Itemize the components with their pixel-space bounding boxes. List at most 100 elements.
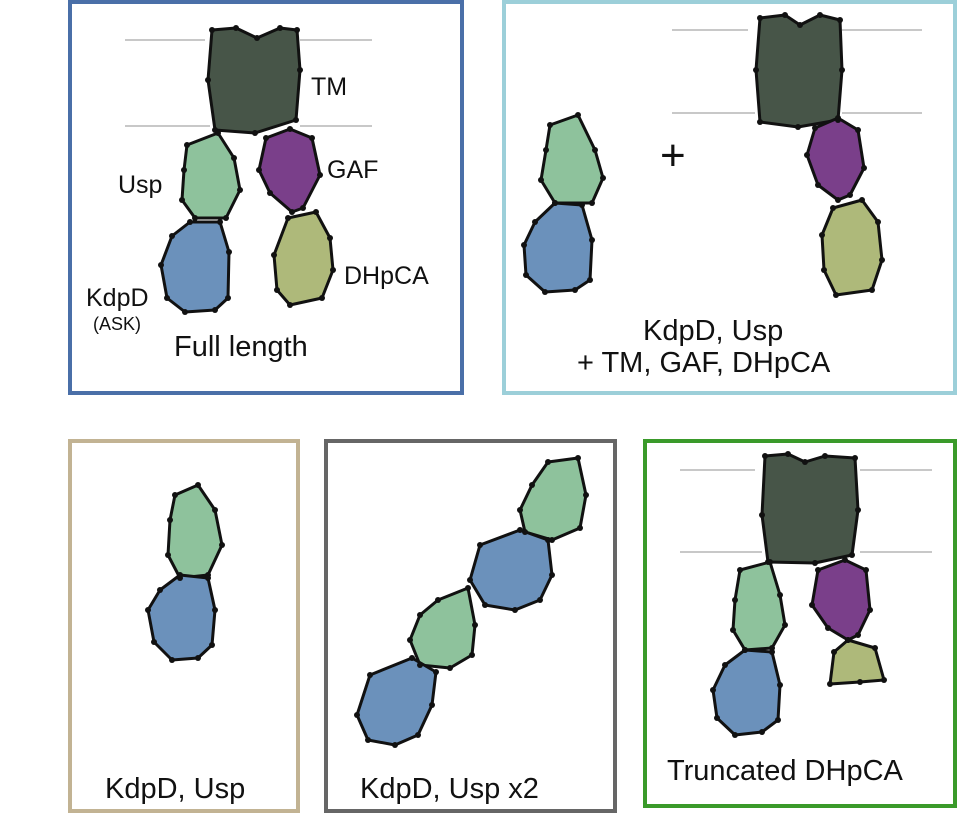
vertex-dot xyxy=(855,632,861,638)
vertex-dot xyxy=(209,27,215,33)
vertex-dot xyxy=(859,197,865,203)
usp-domain xyxy=(166,483,224,580)
vertex-dot xyxy=(167,517,173,523)
vertex-dot xyxy=(589,200,595,206)
tm-domain xyxy=(206,26,302,135)
vertex-dot xyxy=(212,507,218,513)
vertex-dot xyxy=(847,192,853,198)
vertex-dot xyxy=(730,627,736,633)
usp-domain xyxy=(731,560,787,652)
vertex-dot xyxy=(184,142,190,148)
vertex-dot xyxy=(212,307,218,313)
vertex-dot xyxy=(827,681,833,687)
vertex-dot xyxy=(714,715,720,721)
gaf-label: GAF xyxy=(327,156,378,184)
vertex-dot xyxy=(543,147,549,153)
dhpca-domain xyxy=(820,198,884,297)
usp-domain xyxy=(180,131,242,220)
vertex-dot xyxy=(815,182,821,188)
vertex-dot xyxy=(179,197,185,203)
kdpd-label: KdpD xyxy=(86,284,149,312)
vertex-dot xyxy=(433,669,439,675)
panel-frame xyxy=(324,439,617,813)
vertex-dot xyxy=(187,219,193,225)
vertex-dot xyxy=(233,25,239,31)
vertex-dot xyxy=(732,732,738,738)
vertex-dot xyxy=(512,607,518,613)
vertex-dot xyxy=(267,190,273,196)
vertex-dot xyxy=(809,602,815,608)
kdpd-domain xyxy=(146,573,217,662)
vertex-dot xyxy=(532,219,538,225)
vertex-dot xyxy=(782,12,788,18)
vertex-dot xyxy=(274,287,280,293)
vertex-dot xyxy=(293,117,299,123)
dhpca-domain xyxy=(272,210,335,307)
panel-caption-line-1: KdpD, Usp xyxy=(643,315,783,347)
vertex-dot xyxy=(465,585,471,591)
vertex-dot xyxy=(815,567,821,573)
vertex-dot xyxy=(145,607,151,613)
vertex-dot xyxy=(482,602,488,608)
panel-frame xyxy=(643,439,957,808)
vertex-dot xyxy=(583,492,589,498)
vertex-dot xyxy=(297,67,303,73)
vertex-dot xyxy=(817,12,823,18)
vertex-dot xyxy=(517,527,523,533)
panel-frame xyxy=(502,0,957,395)
vertex-dot xyxy=(225,295,231,301)
vertex-dot xyxy=(409,655,415,661)
vertex-dot xyxy=(572,287,578,293)
vertex-dot xyxy=(769,649,775,655)
panel-caption-line-2: + TM, GAF, DHpCA xyxy=(577,347,831,379)
panel-caption: KdpD, Usp xyxy=(105,773,245,805)
vertex-dot xyxy=(881,677,887,683)
vertex-dot xyxy=(407,637,413,643)
vertex-dot xyxy=(429,702,435,708)
vertex-dot xyxy=(552,200,558,206)
vertex-dot xyxy=(545,537,551,543)
vertex-dot xyxy=(587,277,593,283)
vertex-dot xyxy=(857,679,863,685)
vertex-dot xyxy=(538,177,544,183)
vertex-dot xyxy=(277,25,283,31)
vertex-dot xyxy=(215,130,221,136)
vertex-dot xyxy=(417,662,423,668)
vertex-dot xyxy=(212,607,218,613)
vertex-dot xyxy=(732,597,738,603)
vertex-dot xyxy=(869,287,875,293)
vertex-dot xyxy=(205,575,211,581)
tm-domain xyxy=(760,452,860,565)
vertex-dot xyxy=(867,607,873,613)
vertex-dot xyxy=(256,167,262,173)
vertex-dot xyxy=(367,672,373,678)
vertex-dot xyxy=(182,309,188,315)
dhpca-label: DHpCA xyxy=(344,262,429,290)
vertex-dot xyxy=(151,639,157,645)
vertex-dot xyxy=(545,459,551,465)
vertex-dot xyxy=(710,687,716,693)
vertex-dot xyxy=(252,130,258,136)
kdpd-domain xyxy=(711,648,782,737)
usp-label: Usp xyxy=(118,171,162,199)
vertex-dot xyxy=(821,267,827,273)
vertex-dot xyxy=(285,215,291,221)
panel-kdpd-usp: KdpD, Usp xyxy=(68,439,300,813)
usp-domain xyxy=(539,113,605,205)
vertex-dot xyxy=(271,252,277,258)
vertex-dot xyxy=(592,147,598,153)
vertex-dot xyxy=(742,647,748,653)
vertex-dot xyxy=(600,175,606,181)
vertex-dot xyxy=(875,219,881,225)
vertex-dot xyxy=(833,292,839,298)
vertex-dot xyxy=(549,572,555,578)
gaf-domain xyxy=(810,558,872,642)
gaf-domain xyxy=(257,127,322,214)
vertex-dot xyxy=(825,625,831,631)
vertex-dot xyxy=(192,215,198,221)
ask-label: (ASK) xyxy=(93,314,141,334)
panel-frame xyxy=(68,0,464,395)
vertex-dot xyxy=(812,125,818,131)
vertex-dot xyxy=(830,205,836,211)
vertex-dot xyxy=(309,135,315,141)
